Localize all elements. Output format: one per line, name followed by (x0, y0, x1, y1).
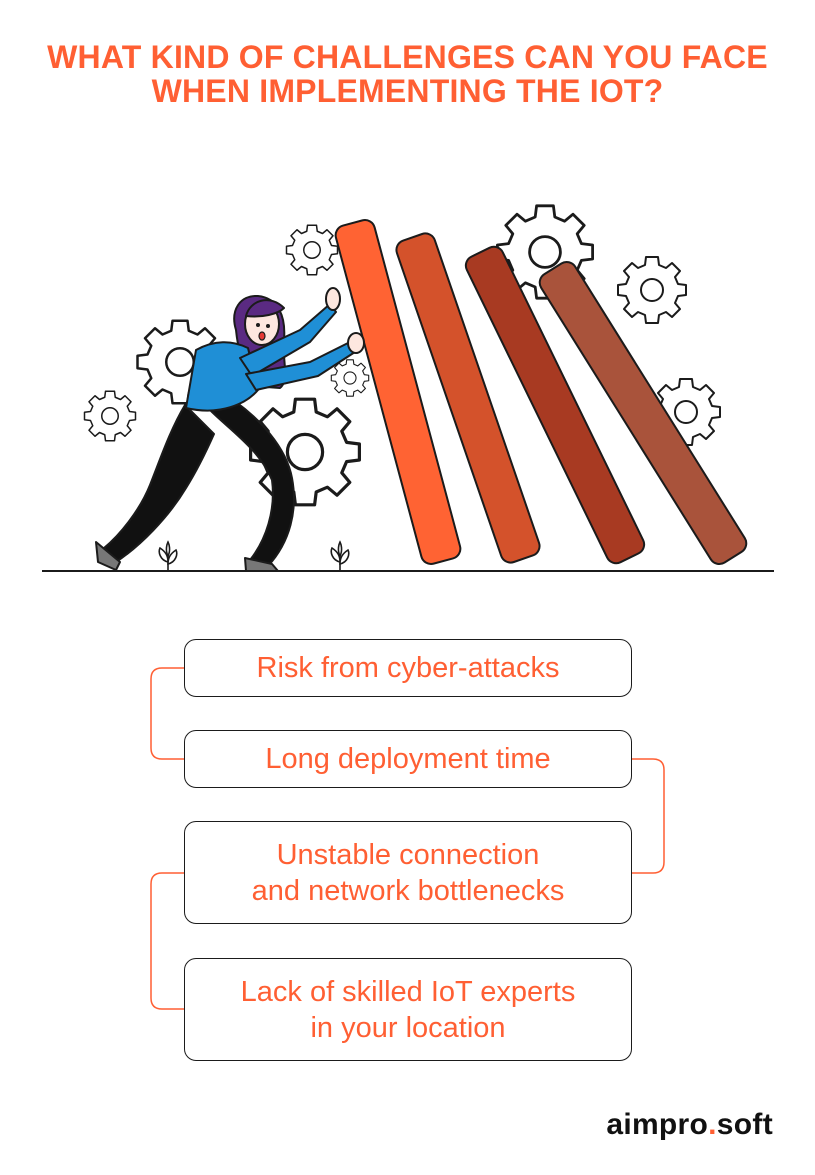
domino-4 (538, 261, 748, 565)
illustration-woman-pushing-dominoes (42, 204, 774, 572)
gear-icon (83, 390, 137, 442)
brand-dot: . (708, 1108, 717, 1141)
challenge-text-line-2: and network bottlenecks (251, 874, 565, 907)
domino-3 (464, 245, 646, 565)
domino-1 (334, 219, 462, 565)
challenge-text-line-1: Unstable connection (276, 838, 540, 871)
challenge-text: Long deployment time (265, 743, 551, 775)
gear-icon (617, 256, 687, 324)
woman-figure (95, 287, 365, 572)
plant-icon (158, 541, 178, 571)
challenge-card-skilled-experts: Lack of skilled IoT experts in your loca… (184, 958, 632, 1061)
brand-part-2: soft (716, 1108, 773, 1141)
brand-logo: aimpro.soft (606, 1108, 773, 1142)
challenge-card-deployment-time: Long deployment time (184, 730, 632, 788)
plant-icon (330, 541, 350, 571)
challenge-card-cyber-attacks: Risk from cyber-attacks (184, 639, 632, 697)
challenge-text: Risk from cyber-attacks (256, 652, 560, 684)
gear-icon (330, 359, 370, 397)
challenge-text-line-2: in your location (310, 1011, 506, 1044)
challenge-text-line-1: Lack of skilled IoT experts (240, 975, 576, 1008)
challenge-card-unstable-connection: Unstable connection and network bottlene… (184, 821, 632, 924)
brand-part-1: aimpro (606, 1108, 709, 1141)
gear-icon (285, 224, 339, 276)
page-title: WHAT KIND OF CHALLENGES CAN YOU FACE WHE… (0, 40, 815, 108)
title-line-2: WHEN IMPLEMENTING THE IOT? (151, 73, 664, 109)
domino-2 (395, 232, 541, 564)
title-line-1: WHAT KIND OF CHALLENGES CAN YOU FACE (47, 39, 768, 75)
